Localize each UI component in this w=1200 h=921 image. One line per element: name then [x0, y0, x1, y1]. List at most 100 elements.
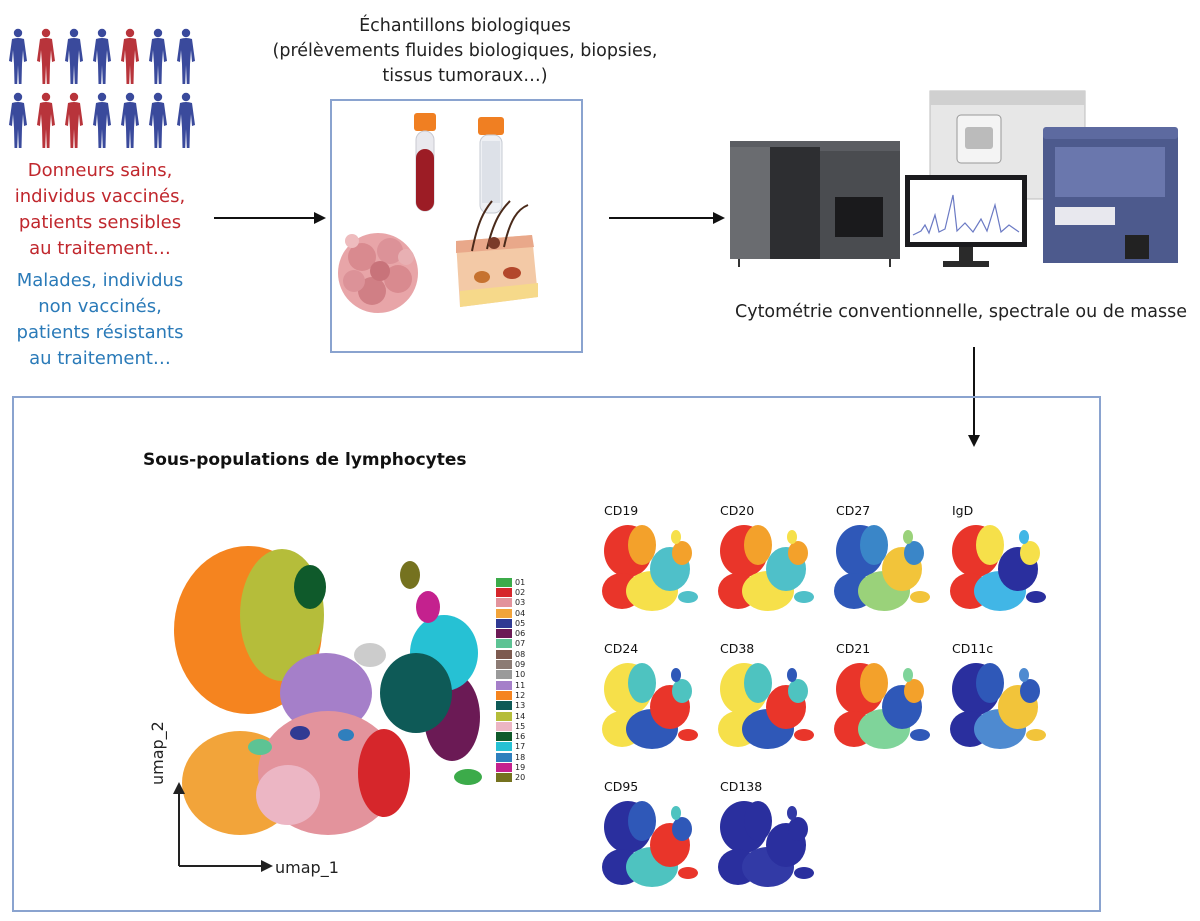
- legend-label: 03: [515, 598, 526, 608]
- legend-item: 17: [496, 742, 544, 752]
- legend-swatch: [496, 701, 512, 711]
- positive-line-1: Donneurs sains,: [27, 160, 173, 181]
- legend-item: 20: [496, 773, 544, 783]
- marker-label: CD11c: [952, 641, 994, 656]
- skin-biopsy-icon: [456, 200, 538, 307]
- analysis-box: [12, 396, 1101, 912]
- marker-label: CD20: [720, 503, 755, 518]
- legend-item: 02: [496, 587, 544, 597]
- person-icon: [9, 92, 27, 148]
- legend-swatch: [496, 690, 512, 700]
- cluster-10: [354, 643, 386, 667]
- legend-item: 18: [496, 752, 544, 762]
- umap-heatmap: [950, 663, 1046, 749]
- person-icon: [37, 28, 55, 84]
- legend-label: 17: [515, 742, 526, 752]
- legend-swatch: [496, 587, 512, 597]
- marker-label: CD27: [836, 503, 871, 518]
- legend-swatch: [496, 598, 512, 608]
- tumor-tissue-icon: [338, 233, 418, 313]
- arrow-to-samples: [214, 212, 326, 224]
- legend-swatch: [496, 732, 512, 742]
- legend-swatch: [496, 649, 512, 659]
- legend-item: 01: [496, 577, 544, 587]
- marker-label: CD21: [836, 641, 871, 656]
- cluster-18: [338, 729, 354, 741]
- umap-heatmap: [602, 663, 698, 749]
- legend-item: 11: [496, 680, 544, 690]
- marker-plot-cd21: CD21: [832, 641, 937, 751]
- marker-label: CD24: [604, 641, 639, 656]
- legend-label: 02: [515, 587, 526, 597]
- marker-label: CD38: [720, 641, 755, 656]
- legend-swatch: [496, 752, 512, 762]
- umap-heatmap: [718, 663, 814, 749]
- umap-axes: [173, 782, 273, 872]
- marker-label: IgD: [952, 503, 974, 518]
- marker-plot-igd: IgD: [948, 503, 1053, 613]
- legend-label: 15: [515, 721, 526, 731]
- marker-plot-cd11c: CD11c: [948, 641, 1053, 751]
- legend-item: 03: [496, 598, 544, 608]
- people-figures: [9, 28, 195, 148]
- legend-item: 08: [496, 649, 544, 659]
- legend-swatch: [496, 660, 512, 670]
- marker-plot-cd95: CD95: [600, 779, 705, 889]
- legend-label: 06: [515, 629, 526, 639]
- cluster-05: [290, 726, 310, 740]
- positive-group-label: Donneurs sains, individus vaccinés, pati…: [0, 158, 200, 262]
- legend-label: 11: [515, 680, 526, 690]
- arrow-to-analysis: [968, 347, 980, 447]
- legend-item: 07: [496, 639, 544, 649]
- cluster-15: [256, 765, 320, 825]
- marker-label: CD138: [720, 779, 763, 794]
- legend-label: 12: [515, 690, 526, 700]
- legend-swatch: [496, 608, 512, 618]
- legend-swatch: [496, 639, 512, 649]
- legend-item: 16: [496, 731, 544, 742]
- cytometers-illustration: [730, 90, 1178, 267]
- legend-swatch: [496, 577, 512, 587]
- person-icon: [65, 28, 83, 84]
- legend-label: 18: [515, 752, 526, 762]
- legend-label: 07: [515, 639, 526, 649]
- legend-item: 14: [496, 711, 544, 721]
- person-icon: [121, 92, 139, 148]
- negative-line-2: non vaccinés,: [38, 296, 162, 317]
- legend-swatch: [496, 670, 512, 680]
- umap-heatmap: [950, 525, 1046, 611]
- marker-plot-cd24: CD24: [600, 641, 705, 751]
- legend-item: 10: [496, 670, 544, 680]
- positive-line-3: patients sensibles: [18, 212, 182, 233]
- umap-heatmap: [718, 801, 814, 887]
- cluster-07: [248, 739, 272, 755]
- legend-item: 06: [496, 628, 544, 639]
- cluster-20: [400, 561, 420, 589]
- legend-item: 12: [496, 690, 544, 700]
- positive-line-2: individus vaccinés,: [14, 186, 186, 207]
- samples-line-2: (prélèvements fluides biologiques, biops…: [272, 41, 658, 61]
- legend-label: 20: [515, 773, 526, 783]
- cluster-01: [454, 769, 482, 785]
- marker-plot-cd27: CD27: [832, 503, 937, 613]
- umap-heatmap: [602, 525, 698, 611]
- cluster-02: [358, 729, 410, 817]
- umap-cluster-plot: [174, 546, 482, 835]
- negative-line-3: patients résistants: [16, 322, 184, 343]
- conventional-cytometer-icon: [1043, 127, 1178, 263]
- marker-label: CD95: [604, 779, 639, 794]
- legend-label: 10: [515, 670, 526, 680]
- y-axis-label: umap_2: [148, 721, 167, 785]
- negative-line-1: Malades, individus: [16, 270, 184, 291]
- person-icon: [149, 28, 167, 84]
- arrow-to-cytometers: [609, 212, 725, 224]
- samples-line-3: tissus tumoraux…): [382, 66, 548, 86]
- person-icon: [149, 92, 167, 148]
- person-icon: [93, 92, 111, 148]
- spectral-cytometer-icon: [730, 141, 900, 267]
- person-icon: [177, 28, 195, 84]
- legend-label: 09: [515, 660, 526, 670]
- umap-heatmap: [718, 525, 814, 611]
- legend-label: 14: [515, 711, 526, 721]
